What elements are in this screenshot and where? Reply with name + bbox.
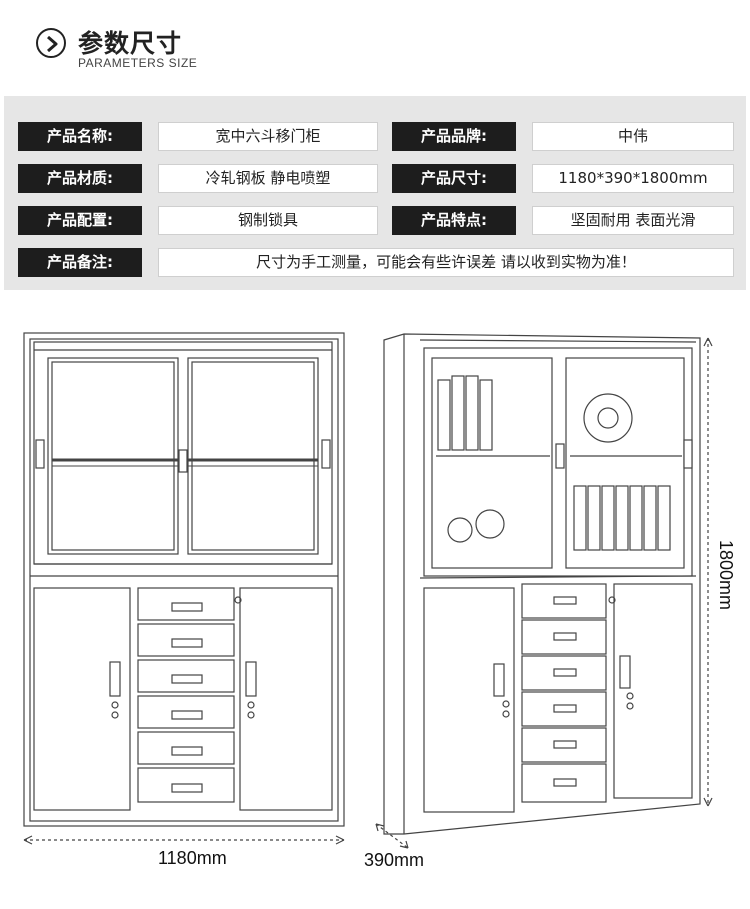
param-label: 产品名称:: [18, 122, 142, 151]
cabinet-drawings: 1180mm 390mm 1800mm: [0, 300, 750, 909]
param-value-wide: 尺寸为手工测量，可能会有些许误差 请以收到实物为准！: [158, 248, 734, 277]
depth-dimension-label: 390mm: [364, 850, 425, 870]
side-glass-door-left: [431, 357, 553, 569]
chevron-right-icon: [36, 28, 66, 58]
param-label: 产品配置:: [18, 206, 142, 235]
param-row: 产品配置: 钢制锁具 产品特点: 坚固耐用 表面光滑: [18, 206, 734, 235]
param-row: 产品材质: 冷轧钢板 静电喷塑 产品尺寸: 1180*390*1800mm: [18, 164, 734, 193]
param-label: 产品尺寸:: [392, 164, 516, 193]
side-door-left: [423, 587, 515, 813]
height-dimension-label: 1800mm: [716, 540, 736, 611]
side-drawers: [521, 583, 607, 803]
param-value: 1180*390*1800mm: [532, 164, 734, 193]
front-glass-door-right: [187, 357, 319, 555]
param-value: 宽中六斗移门柜: [158, 122, 378, 151]
param-row: 产品名称: 宽中六斗移门柜 产品品牌: 中伟: [18, 122, 734, 151]
param-label: 产品特点:: [392, 206, 516, 235]
width-dimension-label: 1180mm: [158, 848, 227, 868]
front-door-right: [239, 587, 333, 811]
param-label: 产品品牌:: [392, 122, 516, 151]
param-row: 产品备注: 尺寸为手工测量，可能会有些许误差 请以收到实物为准！: [18, 248, 734, 277]
front-drawers: [137, 587, 235, 803]
side-door-right: [613, 583, 693, 799]
param-value: 钢制锁具: [158, 206, 378, 235]
section-header: 参数尺寸 PARAMETERS SIZE: [36, 22, 336, 74]
front-door-left: [33, 587, 131, 811]
param-value: 冷轧钢板 静电喷塑: [158, 164, 378, 193]
front-cabinet-outline: [23, 332, 345, 827]
param-label: 产品材质:: [18, 164, 142, 193]
section-subtitle: PARAMETERS SIZE: [78, 56, 198, 70]
section-title: 参数尺寸: [78, 29, 183, 58]
parameters-panel: 产品名称: 宽中六斗移门柜 产品品牌: 中伟 产品材质: 冷轧钢板 静电喷塑 产…: [4, 96, 746, 290]
side-glass-door-right: [565, 357, 685, 569]
cabinet-illustration: [23, 332, 713, 849]
param-label: 产品备注:: [18, 248, 142, 277]
front-glass-door-left: [47, 357, 179, 555]
param-value: 中伟: [532, 122, 734, 151]
param-value: 坚固耐用 表面光滑: [532, 206, 734, 235]
